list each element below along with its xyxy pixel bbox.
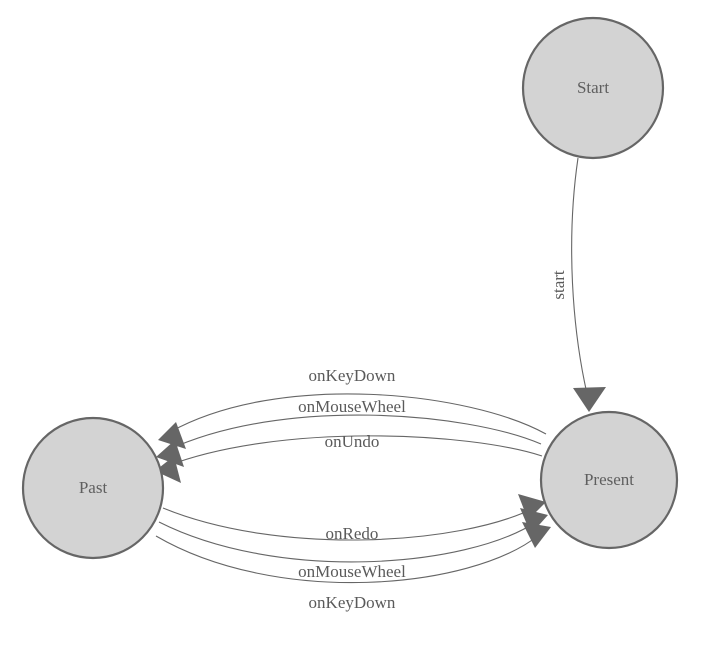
edge-path-present-past-3: [166, 435, 543, 467]
edge-past-to-present-onredo[interactable]: onRedo: [162, 494, 546, 543]
node-present[interactable]: Present: [539, 410, 679, 550]
node-past-label: Past: [79, 478, 108, 497]
arrowhead-present-past-1: [158, 422, 186, 449]
edge-label-past-present-onredo: onRedo: [326, 524, 379, 543]
edge-start-to-present[interactable]: start: [549, 157, 606, 412]
edge-path-present-past-2: [167, 414, 542, 451]
edge-past-to-present-onmousewheel[interactable]: onMouseWheel: [158, 508, 548, 581]
edge-present-to-past-onmousewheel[interactable]: onMouseWheel: [156, 397, 542, 467]
edge-present-to-past-onundo[interactable]: onUndo: [155, 432, 543, 483]
edge-present-to-past-onkeydown[interactable]: onKeyDown: [158, 366, 547, 449]
edge-path-start-present: [571, 157, 589, 399]
arrowhead-past-present-1: [518, 494, 546, 520]
edge-label-present-past-onkeydown: onKeyDown: [309, 366, 396, 385]
node-past-circle[interactable]: [21, 416, 165, 560]
edge-path-past-present-3: [155, 534, 540, 584]
edge-label-start: start: [549, 270, 568, 300]
arrowhead-present-past-2: [156, 440, 184, 467]
arrowhead-past-present-3: [522, 522, 551, 548]
edge-label-present-past-onmousewheel: onMouseWheel: [298, 397, 406, 416]
edge-label-past-present-onkeydown: onKeyDown: [309, 593, 396, 612]
node-start-circle[interactable]: [521, 16, 665, 160]
node-past[interactable]: Past: [21, 416, 165, 560]
edge-past-to-present-onkeydown[interactable]: onKeyDown: [155, 522, 551, 612]
node-present-circle[interactable]: [539, 410, 679, 550]
node-start-label: Start: [577, 78, 609, 97]
node-present-label: Present: [584, 470, 634, 489]
edge-path-present-past-1: [169, 393, 547, 435]
arrowhead-present-past-3: [155, 456, 181, 483]
node-start[interactable]: Start: [521, 16, 665, 160]
arrowhead-past-present-2: [520, 508, 548, 534]
edge-path-past-present-2: [158, 521, 537, 563]
edge-label-past-present-onmousewheel: onMouseWheel: [298, 562, 406, 581]
arrowhead-start-present: [573, 387, 606, 412]
edge-label-present-past-onundo: onUndo: [325, 432, 380, 451]
edge-path-past-present-1: [162, 507, 535, 541]
